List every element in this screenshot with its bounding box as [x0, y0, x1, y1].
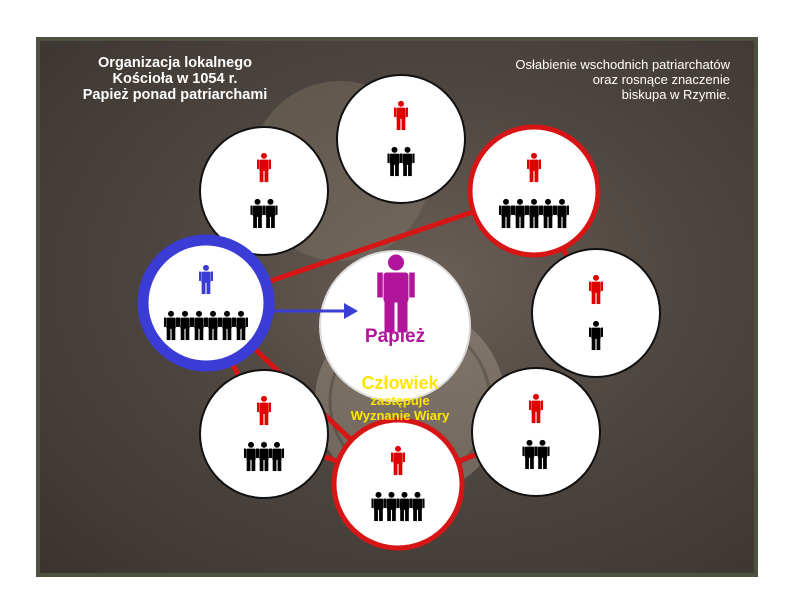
node-circle [471, 367, 601, 497]
caption-line-2: zastępuje [370, 393, 430, 408]
person-icon [177, 310, 193, 341]
title-left-line: Papież ponad patriarchami [82, 87, 268, 103]
caption-line-1: Człowiek [361, 373, 439, 393]
person-icon [528, 393, 544, 424]
title-right-line: oraz rosnące znaczenie [592, 72, 730, 87]
person-icon [535, 439, 550, 470]
node-circle [199, 126, 329, 256]
person-icon [393, 100, 409, 131]
caption-line-3: Wyznanie Wiary [350, 408, 450, 423]
node-bottom-center [331, 417, 465, 551]
slide: Organizacja lokalnego Kościoła w 1054 r.… [36, 37, 758, 577]
node-right [531, 248, 661, 378]
person-icon [377, 254, 415, 333]
node-circle [336, 74, 466, 204]
person-icon [205, 310, 221, 341]
title-right: Osłabienie wschodnich patriarchatów oraz… [450, 57, 730, 102]
person-icon [588, 274, 604, 305]
title-left-line: Kościoła w 1054 r. [112, 71, 238, 87]
node-circle [467, 124, 601, 258]
diagram [137, 74, 661, 551]
person-icon [384, 491, 399, 522]
node-circle [531, 248, 661, 378]
person-icon [256, 152, 272, 183]
person-icon [540, 198, 556, 229]
node-left-rome [137, 234, 275, 372]
node-bottom-right [471, 367, 601, 497]
person-icon [410, 491, 425, 522]
person-icon [526, 152, 542, 183]
person-icon [256, 395, 272, 426]
node-circle [137, 234, 275, 372]
node-circle [199, 369, 329, 499]
node-top-right [467, 124, 601, 258]
arrow-icon [268, 303, 358, 319]
node-top-center [336, 74, 466, 204]
pope-label: Papież [364, 326, 426, 347]
title-left-line: Organizacja lokalnego [98, 55, 252, 71]
person-icon [263, 198, 278, 229]
node-bottom-left [199, 369, 329, 499]
person-icon [233, 310, 249, 341]
nodes [137, 74, 661, 551]
person-icon [400, 146, 415, 177]
caption: Człowiek zastępuje Wyznanie Wiary [320, 373, 480, 423]
person-icon [588, 320, 604, 351]
person-icon [191, 310, 207, 341]
person-icon [512, 198, 528, 229]
center-node [268, 250, 471, 402]
title-right-line: Osłabienie wschodnich patriarchatów [515, 57, 730, 72]
title-right-line: biskupa w Rzymie. [621, 87, 730, 102]
person-icon [554, 198, 570, 229]
node-circle [331, 417, 465, 551]
title-left: Organizacja lokalnego Kościoła w 1054 r.… [80, 55, 270, 103]
pope-circle [319, 250, 471, 402]
person-icon [526, 198, 542, 229]
person-icon [390, 445, 406, 476]
node-top-left [199, 126, 329, 256]
person-icon [219, 310, 235, 341]
person-icon [269, 441, 285, 472]
person-icon [163, 310, 179, 341]
person-icon [498, 198, 514, 229]
person-icon [198, 264, 214, 295]
